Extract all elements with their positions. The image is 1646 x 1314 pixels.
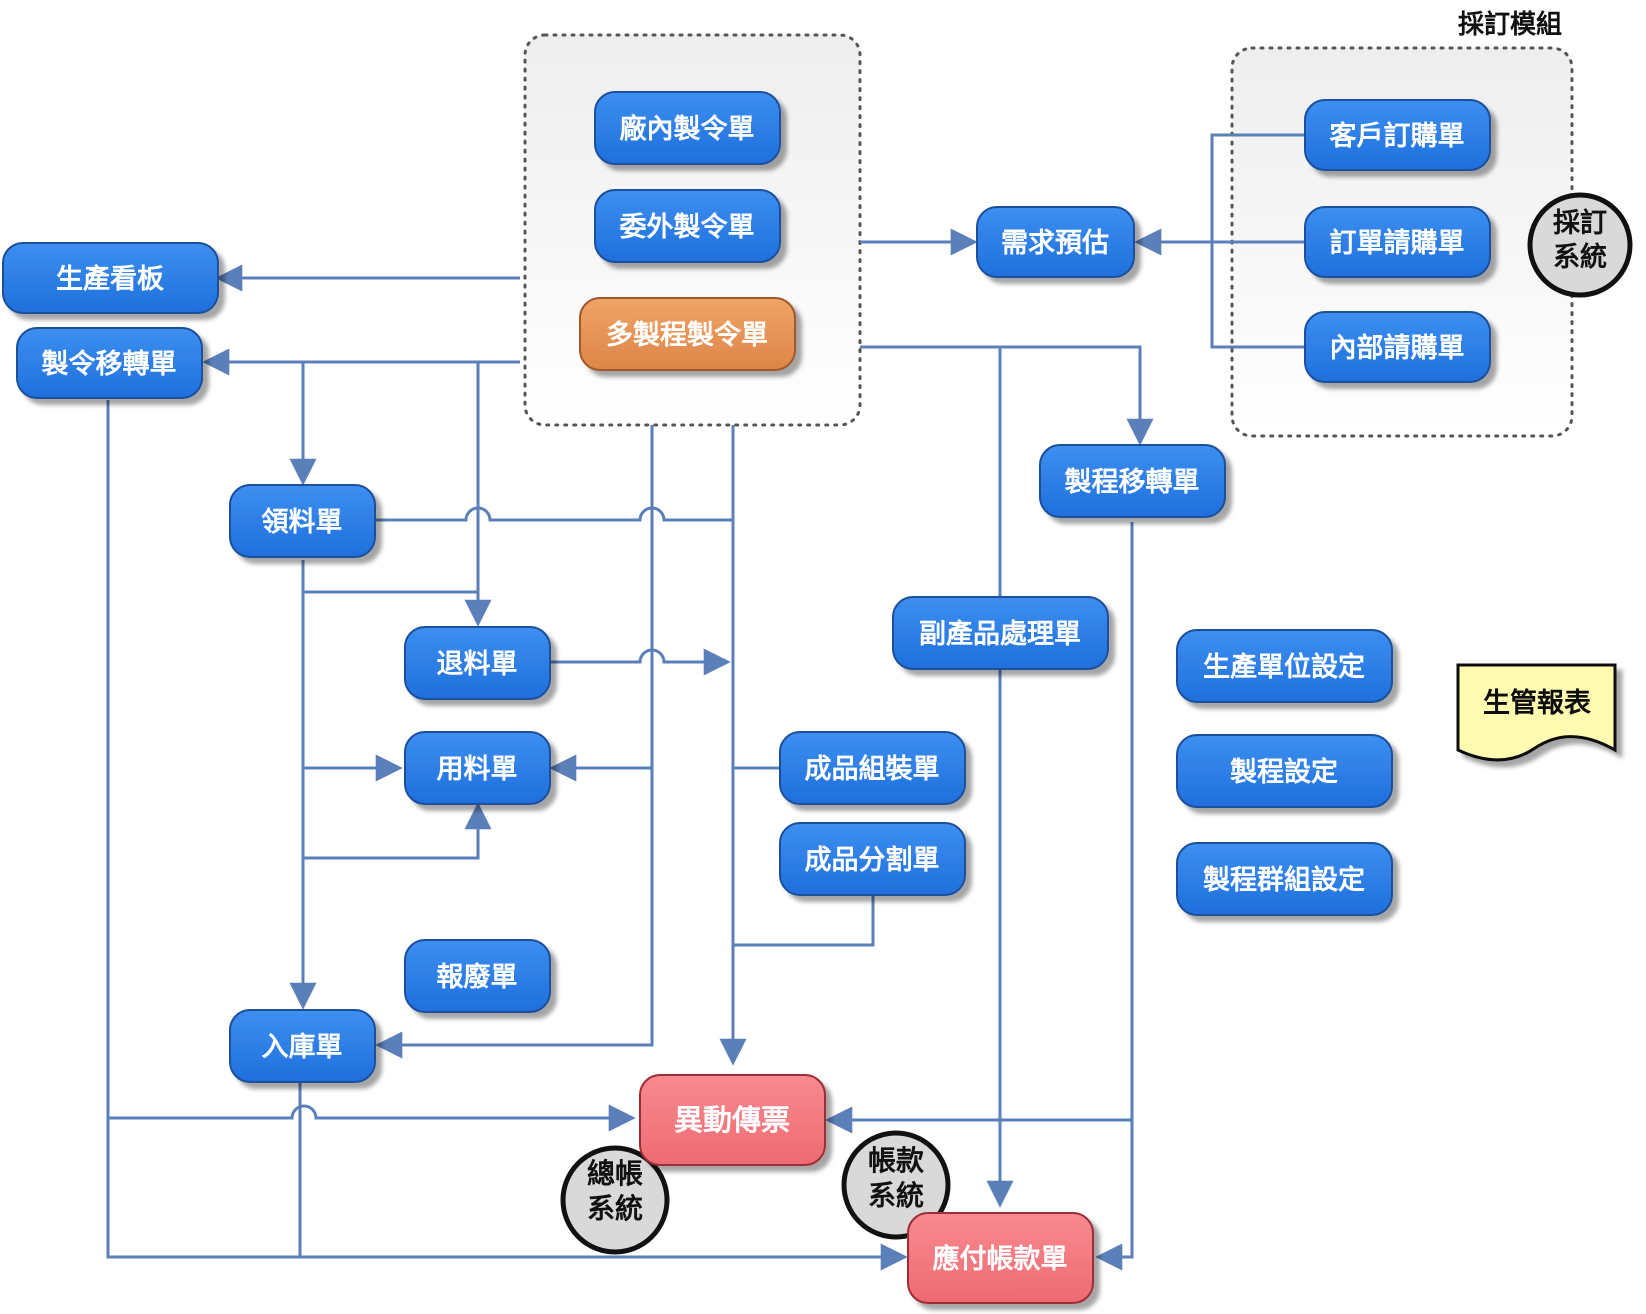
svg-text:成品組裝單: 成品組裝單 xyxy=(805,753,940,785)
svg-text:系統: 系統 xyxy=(587,1192,643,1225)
svg-text:委外製令單: 委外製令單 xyxy=(620,211,755,243)
node-byproduct[interactable]: 副產品處理單 xyxy=(892,596,1109,670)
svg-text:內部請購單: 內部請購單 xyxy=(1330,332,1465,364)
node-internal-requisition[interactable]: 內部請購單 xyxy=(1304,311,1491,383)
node-process-group-settings[interactable]: 製程群組設定 xyxy=(1176,842,1393,916)
node-customer-order[interactable]: 客戶訂購單 xyxy=(1304,99,1491,171)
purchase-module-label: 採訂模組 xyxy=(1458,9,1562,40)
svg-text:帳款: 帳款 xyxy=(868,1144,925,1177)
node-payable[interactable]: 應付帳款單 xyxy=(907,1212,1094,1304)
svg-text:系統: 系統 xyxy=(1553,241,1607,273)
svg-text:異動傳票: 異動傳票 xyxy=(674,1103,790,1137)
svg-text:製程移轉單: 製程移轉單 xyxy=(1065,467,1200,498)
svg-text:訂單請購單: 訂單請購單 xyxy=(1330,227,1465,259)
svg-text:入庫單: 入庫單 xyxy=(262,1032,343,1063)
svg-text:製程設定: 製程設定 xyxy=(1230,756,1338,788)
node-assembly[interactable]: 成品組裝單 xyxy=(779,731,966,805)
node-production-board[interactable]: 生產看板 xyxy=(2,242,219,314)
connectors xyxy=(106,133,1305,1271)
svg-text:製程群組設定: 製程群組設定 xyxy=(1203,864,1365,896)
node-material-usage[interactable]: 用料單 xyxy=(404,731,551,805)
node-unit-settings[interactable]: 生產單位設定 xyxy=(1176,629,1393,703)
node-scrap[interactable]: 報廢單 xyxy=(404,939,551,1013)
svg-text:用料單: 用料單 xyxy=(437,754,518,785)
svg-text:廠內製令單: 廠內製令單 xyxy=(620,113,755,145)
purchase-system-circle: 採訂 系統 xyxy=(1527,192,1633,298)
svg-text:報廢單: 報廢單 xyxy=(437,961,518,993)
node-in-house-order[interactable]: 廠內製令單 xyxy=(594,91,781,165)
node-demand-forecast[interactable]: 需求預估 xyxy=(976,206,1135,278)
node-outsource-order[interactable]: 委外製令單 xyxy=(594,189,781,263)
production-report-icon[interactable]: 生管報表 xyxy=(1456,663,1617,762)
node-order-transfer[interactable]: 製令移轉單 xyxy=(16,327,203,399)
svg-text:採訂: 採訂 xyxy=(1553,207,1607,239)
svg-text:生產看板: 生產看板 xyxy=(56,263,164,295)
accounts-system-circle: 帳款 系統 xyxy=(841,1130,951,1240)
svg-text:多製程製令單: 多製程製令單 xyxy=(606,319,768,351)
ledger-system-circle: 總帳 系統 xyxy=(560,1145,670,1255)
node-material-return[interactable]: 退料單 xyxy=(404,626,551,700)
svg-text:系統: 系統 xyxy=(868,1179,924,1212)
node-material-issue[interactable]: 領料單 xyxy=(229,484,376,558)
svg-text:生管報表: 生管報表 xyxy=(1483,688,1591,719)
svg-text:需求預估: 需求預估 xyxy=(1001,228,1109,259)
node-order-requisition[interactable]: 訂單請購單 xyxy=(1304,206,1491,278)
svg-text:退料單: 退料單 xyxy=(437,649,518,680)
svg-text:成品分割單: 成品分割單 xyxy=(805,844,940,876)
svg-text:副產品處理單: 副產品處理單 xyxy=(919,618,1081,650)
svg-text:總帳: 總帳 xyxy=(587,1157,643,1190)
node-process-transfer[interactable]: 製程移轉單 xyxy=(1039,444,1226,518)
svg-text:應付帳款單: 應付帳款單 xyxy=(933,1243,1068,1275)
svg-text:客戶訂購單: 客戶訂購單 xyxy=(1330,120,1465,152)
svg-text:製令移轉單: 製令移轉單 xyxy=(42,348,177,380)
svg-text:領料單: 領料單 xyxy=(262,506,343,538)
svg-text:生產單位設定: 生產單位設定 xyxy=(1203,651,1365,683)
node-warehouse-in[interactable]: 入庫單 xyxy=(229,1009,376,1083)
node-stock-transaction[interactable]: 異動傳票 xyxy=(639,1074,826,1166)
node-multi-process-order[interactable]: 多製程製令單 xyxy=(579,297,796,371)
node-process-settings[interactable]: 製程設定 xyxy=(1176,734,1393,808)
node-split[interactable]: 成品分割單 xyxy=(779,822,966,896)
